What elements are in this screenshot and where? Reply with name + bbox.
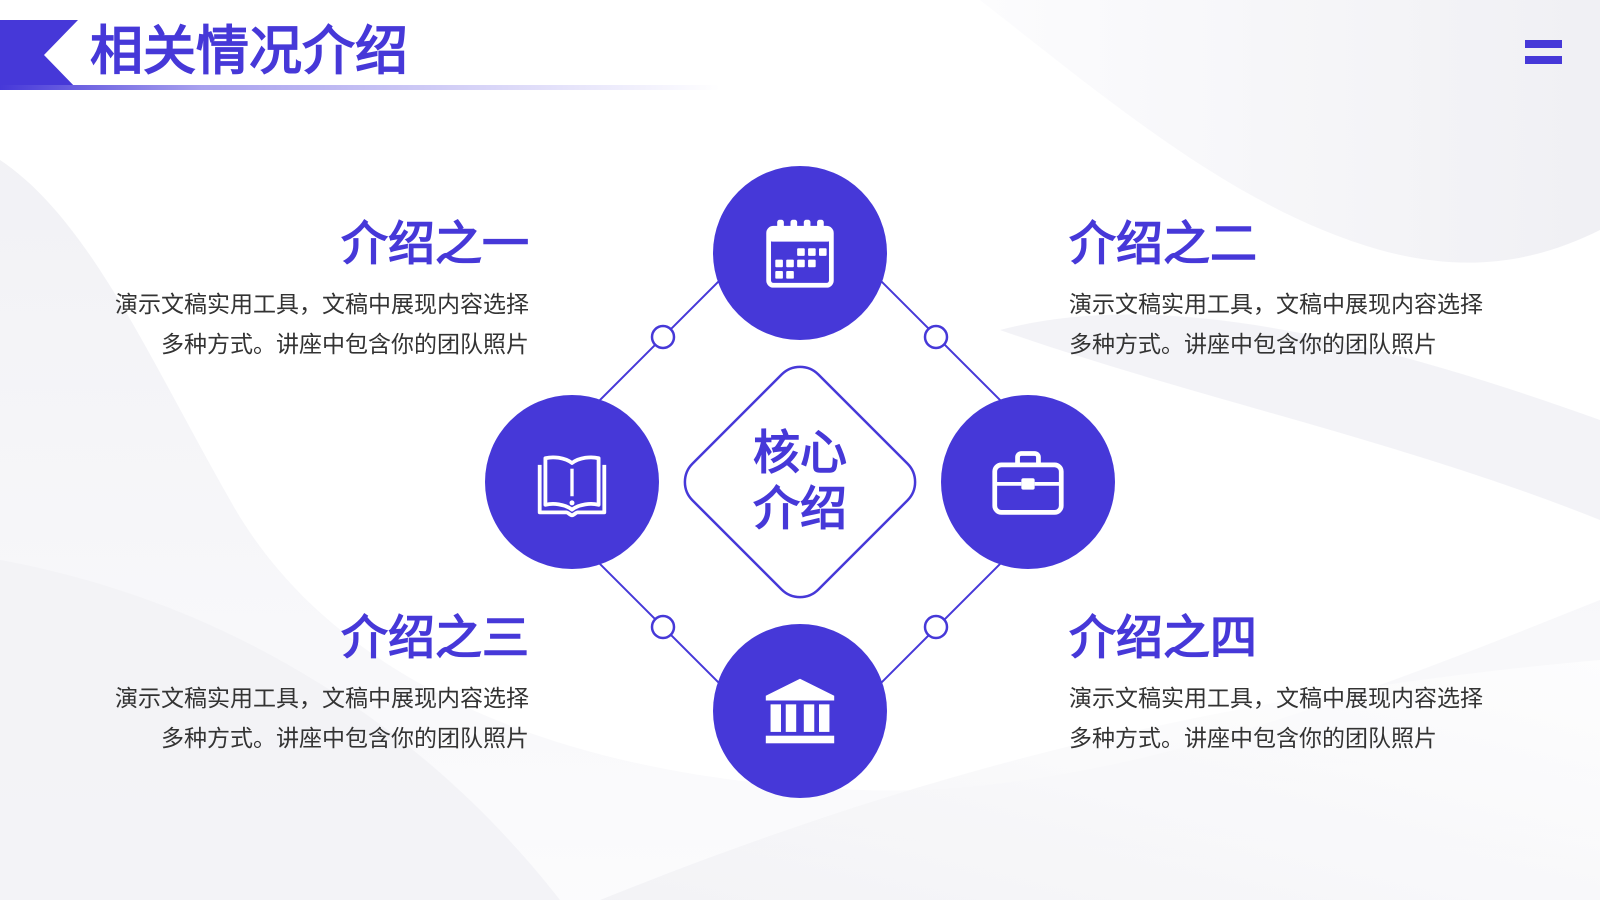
connector-dot [923,324,949,350]
header-underline [0,85,720,90]
core-diamond [683,365,917,599]
description-line: 演示文稿实用工具，文稿中展现内容选择 [1069,292,1483,318]
description-line: 多种方式。讲座中包含你的团队照片 [161,332,529,358]
menu-bar [1525,40,1562,48]
item-heading-3: 介绍之三 [341,611,529,666]
item-description-4: 演示文稿实用工具，文稿中展现内容选择 多种方式。讲座中包含你的团队照片 [1069,679,1483,759]
header-accent-tab [0,20,80,90]
calendar-icon [762,215,838,291]
bank-icon [762,673,838,749]
connector-dot [650,324,676,350]
connector-dot [650,614,676,640]
item-heading-2: 介绍之二 [1069,217,1257,272]
briefcase-icon [990,444,1066,520]
item-description-3: 演示文稿实用工具，文稿中展现内容选择 多种方式。讲座中包含你的团队照片 [115,679,529,759]
page-title: 相关情况介绍 [90,21,408,82]
connector-dot [923,614,949,640]
description-line: 演示文稿实用工具，文稿中展现内容选择 [115,292,529,318]
menu-icon [1525,40,1562,64]
item-description-1: 演示文稿实用工具，文稿中展现内容选择 多种方式。讲座中包含你的团队照片 [115,285,529,365]
menu-bar [1525,56,1562,64]
item-description-2: 演示文稿实用工具，文稿中展现内容选择 多种方式。讲座中包含你的团队照片 [1069,285,1483,365]
description-line: 多种方式。讲座中包含你的团队照片 [1069,332,1437,358]
node-top [713,166,887,340]
description-line: 多种方式。讲座中包含你的团队照片 [1069,726,1437,752]
node-left [485,395,659,569]
item-heading-1: 介绍之一 [341,217,529,272]
item-heading-4: 介绍之四 [1069,611,1257,666]
core-label-line: 核心 [753,426,847,481]
node-right [941,395,1115,569]
description-line: 多种方式。讲座中包含你的团队照片 [161,726,529,752]
open-book-icon [534,444,610,520]
node-bottom [713,624,887,798]
core-label: 核心 介绍 [700,426,900,538]
core-label-line: 介绍 [753,482,847,537]
description-line: 演示文稿实用工具，文稿中展现内容选择 [115,686,529,712]
description-line: 演示文稿实用工具，文稿中展现内容选择 [1069,686,1483,712]
